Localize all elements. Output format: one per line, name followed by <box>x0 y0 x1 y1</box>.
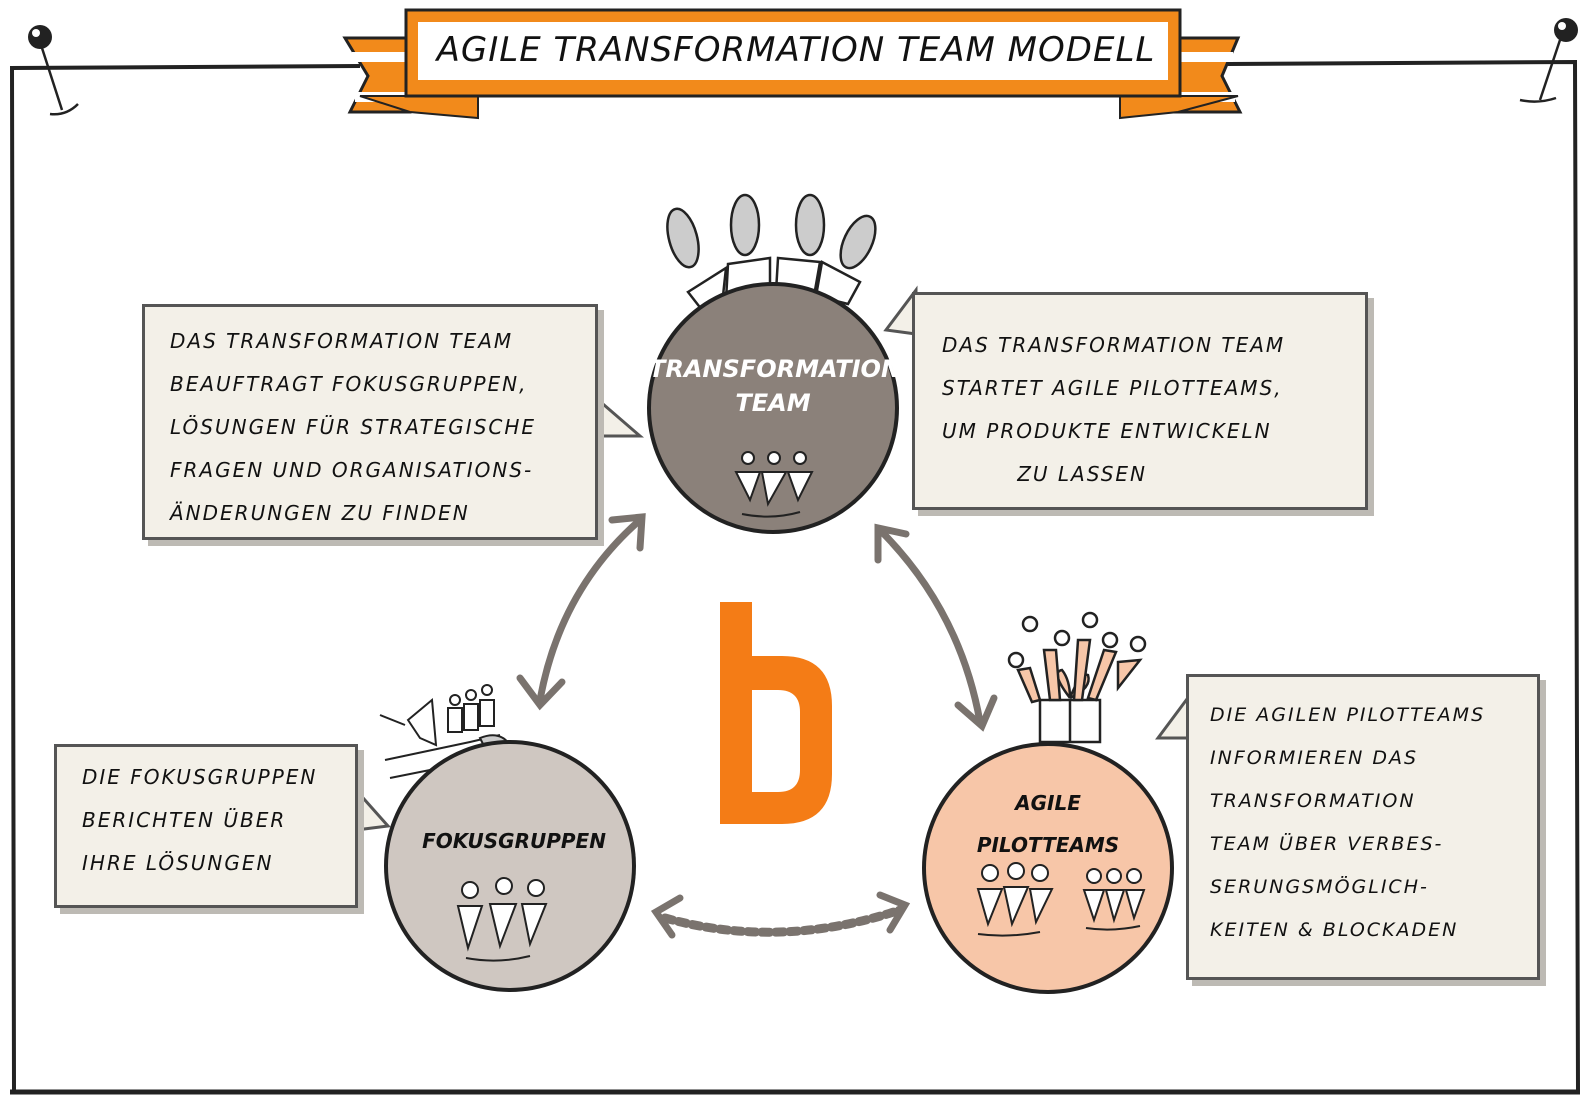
note-box-right-bottom <box>1186 674 1540 980</box>
agile-pilotteams-node <box>922 611 1174 994</box>
pin-icon <box>1519 18 1578 103</box>
note-box-left-top <box>142 304 598 540</box>
note-box-left-bottom <box>54 744 358 908</box>
fokusgruppen-node <box>379 684 636 992</box>
note-text-right-top: DAS TRANSFORMATION TEAM STARTET AGILE PI… <box>942 333 1286 486</box>
people-group-icon <box>734 451 814 518</box>
transformation-team-label: TRANSFORMATION TEAM <box>649 355 902 417</box>
note-pointer <box>354 786 392 832</box>
arrow-transformation-fokus <box>516 513 646 711</box>
note-text-right-bottom: DIE AGILEN PILOTTEAMS INFORMIEREN DAS TR… <box>1210 704 1486 941</box>
agile-pilotteams-label: AGILE PILOTTEAMS <box>976 791 1120 857</box>
title-banner <box>342 8 1243 120</box>
diagram-title: AGILE TRANSFORMATION TEAM MODELL <box>436 30 1156 70</box>
pin-icon <box>28 25 79 116</box>
people-group-icon <box>976 862 1054 937</box>
b-logo-icon <box>720 602 832 824</box>
transformation-team-node <box>647 193 899 534</box>
arrow-fokus-pilot-dashed <box>650 891 911 939</box>
note-box-right-top <box>912 292 1368 510</box>
fokusgruppen-label: FOKUSGRUPPEN <box>422 829 606 853</box>
note-text-left-top: DAS TRANSFORMATION TEAM BEAUFTRAGT FOKUS… <box>170 329 537 525</box>
people-group-icon <box>1082 868 1146 931</box>
people-group-icon <box>456 877 548 962</box>
board-frame <box>9 59 1580 1091</box>
note-text-left-bottom: DIE FOKUSGRUPPEN BERICHTEN ÜBER IHRE LÖS… <box>82 765 318 875</box>
gift-icon <box>1007 611 1147 744</box>
arrow-transformation-pilot <box>874 523 998 732</box>
note-pointer <box>594 394 645 438</box>
